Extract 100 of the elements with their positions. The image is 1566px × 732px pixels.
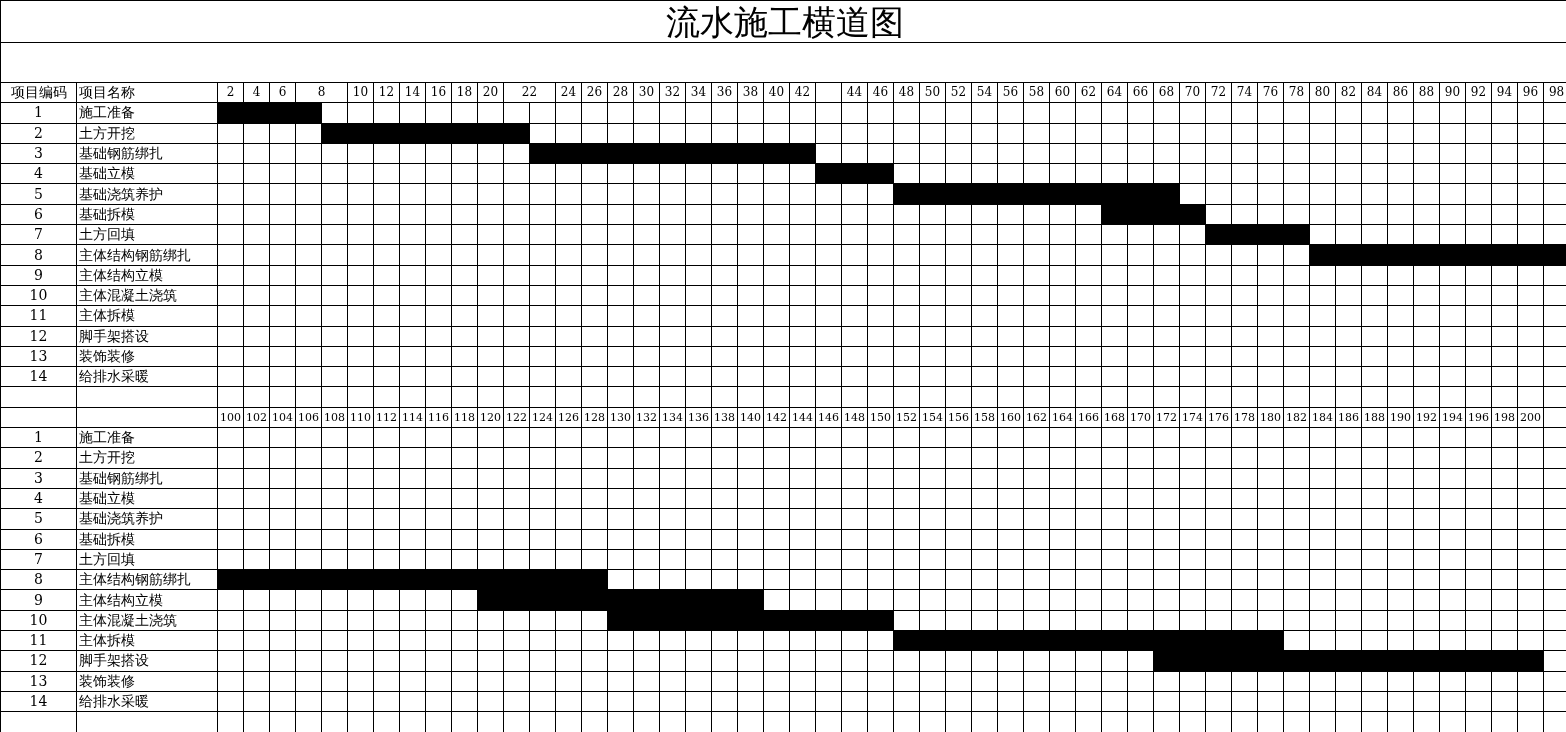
- week-number: 40: [763, 82, 790, 103]
- week-number: 76: [1257, 82, 1284, 103]
- week-number: 74: [1231, 82, 1258, 103]
- week-number: 120: [477, 407, 504, 428]
- task-name: 基础钢筋绑扎: [76, 468, 218, 489]
- week-number: 114: [399, 407, 426, 428]
- row-number: 13: [0, 346, 77, 367]
- week-number: 184: [1309, 407, 1336, 428]
- week-number: 142: [763, 407, 790, 428]
- task-name: 基础立模: [76, 163, 218, 184]
- row-number: 11: [0, 630, 77, 651]
- task-name: 主体混凝土浇筑: [76, 285, 218, 306]
- week-number: 144: [789, 407, 816, 428]
- week-number: 48: [893, 82, 920, 103]
- task-name: 主体结构立模: [76, 265, 218, 286]
- week-number: 172: [1153, 407, 1180, 428]
- week-number: 170: [1127, 407, 1154, 428]
- task-name: 施工准备: [76, 102, 218, 124]
- row-number: 3: [0, 143, 77, 164]
- week-number: 36: [711, 82, 738, 103]
- row-number: 6: [0, 204, 77, 225]
- task-name: 主体拆模: [76, 630, 218, 651]
- week-number: 140: [737, 407, 764, 428]
- week-number: 92: [1465, 82, 1492, 103]
- title: 流水施工横道图: [0, 0, 1566, 43]
- task-name: 基础浇筑养护: [76, 508, 218, 530]
- week-number: 130: [607, 407, 634, 428]
- week-number: 46: [867, 82, 894, 103]
- week-number: 86: [1387, 82, 1414, 103]
- task-name: 基础钢筋绑扎: [76, 143, 218, 164]
- week-number: 162: [1023, 407, 1050, 428]
- week-number: 16: [425, 82, 452, 103]
- row-number: 14: [0, 691, 77, 712]
- week-number: 152: [893, 407, 920, 428]
- task-name: 基础立模: [76, 488, 218, 509]
- gantt-bar: [529, 143, 816, 164]
- row-number: 12: [0, 650, 77, 672]
- task-name: 主体拆模: [76, 305, 218, 327]
- week-number: 4: [243, 82, 270, 103]
- week-number: 90: [1439, 82, 1466, 103]
- week-number: 160: [997, 407, 1024, 428]
- task-name: 脚手架搭设: [76, 326, 218, 347]
- row-number: 9: [0, 589, 77, 611]
- week-number: 156: [945, 407, 972, 428]
- row-number: 1: [0, 102, 77, 124]
- week-number: 70: [1179, 82, 1206, 103]
- week-number: 58: [1023, 82, 1050, 103]
- week-number: 12: [373, 82, 400, 103]
- gantt-bar: [893, 630, 1284, 651]
- row-number: 13: [0, 671, 77, 692]
- week-number: 54: [971, 82, 998, 103]
- row-number: 1: [0, 427, 77, 448]
- week-number: 138: [711, 407, 738, 428]
- row-number: 7: [0, 549, 77, 570]
- row-number: 10: [0, 610, 77, 631]
- week-number: 80: [1309, 82, 1336, 103]
- week-number: 154: [919, 407, 946, 428]
- week-number: 8: [295, 82, 348, 103]
- week-number: 32: [659, 82, 686, 103]
- week-number: 64: [1101, 82, 1128, 103]
- row-number: 4: [0, 488, 77, 509]
- week-number: 132: [633, 407, 660, 428]
- row-number: 4: [0, 163, 77, 184]
- week-number: 168: [1101, 407, 1128, 428]
- gantt-bar: [1101, 204, 1206, 225]
- week-number: 20: [477, 82, 504, 103]
- row-number: 11: [0, 305, 77, 327]
- task-name: 土方开挖: [76, 123, 218, 144]
- week-number: 96: [1517, 82, 1544, 103]
- task-name: 土方回填: [76, 549, 218, 570]
- week-number: 10: [347, 82, 374, 103]
- week-number: 128: [581, 407, 608, 428]
- row-number: 6: [0, 529, 77, 550]
- week-number: 134: [659, 407, 686, 428]
- week-number: 196: [1465, 407, 1492, 428]
- week-number: 186: [1335, 407, 1362, 428]
- week-number: 22: [503, 82, 556, 103]
- week-number: 72: [1205, 82, 1232, 103]
- week-number: 60: [1049, 82, 1076, 103]
- week-number: 14: [399, 82, 426, 103]
- task-name: 土方开挖: [76, 447, 218, 469]
- column-header: 项目编码: [0, 82, 77, 103]
- task-name: 土方回填: [76, 224, 218, 245]
- row-number: 2: [0, 123, 77, 144]
- week-number: 108: [321, 407, 348, 428]
- week-number: 136: [685, 407, 712, 428]
- gantt-bar: [321, 123, 530, 144]
- week-number: 192: [1413, 407, 1440, 428]
- week-number: 94: [1491, 82, 1518, 103]
- week-number: 28: [607, 82, 634, 103]
- task-name: 基础浇筑养护: [76, 184, 218, 205]
- gantt-bar: [607, 610, 894, 631]
- task-name: 基础拆模: [76, 529, 218, 550]
- task-name: 给排水采暖: [76, 691, 218, 712]
- week-number: 42: [789, 82, 816, 103]
- week-number: 188: [1361, 407, 1388, 428]
- week-number: 52: [945, 82, 972, 103]
- row-number: 10: [0, 285, 77, 306]
- week-number: 30: [633, 82, 660, 103]
- task-name: 脚手架搭设: [76, 650, 218, 672]
